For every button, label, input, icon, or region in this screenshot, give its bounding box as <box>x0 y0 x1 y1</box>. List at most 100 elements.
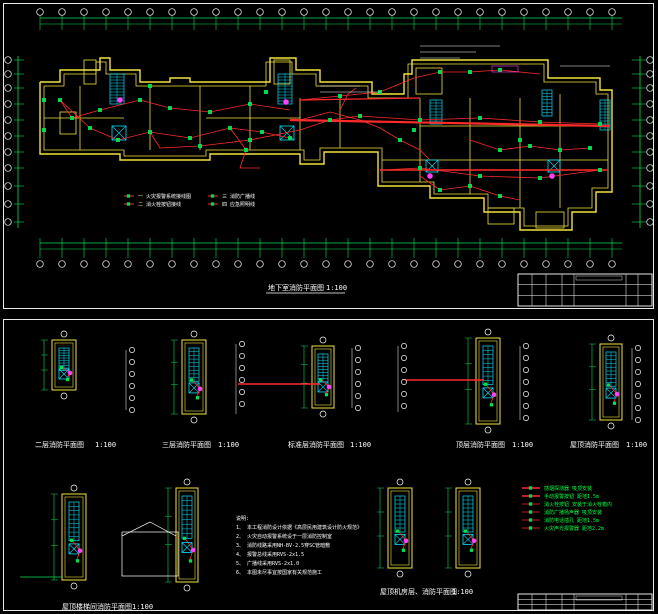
legend-dot <box>528 510 533 514</box>
axis-bubble-bottom <box>564 260 572 268</box>
plan6-elevator-x2 <box>605 387 617 399</box>
smoke-detector <box>227 125 232 130</box>
plan6-detector-1 <box>606 383 611 387</box>
legend-dot <box>528 526 533 530</box>
alarm-wire-5 <box>299 111 431 161</box>
axis-bubble-left <box>4 200 12 208</box>
notes-line-5: 5、 广播线采用RVS-2x1.0 <box>236 560 299 567</box>
sheet-basement-plan <box>3 3 654 309</box>
side-bubble <box>523 355 529 361</box>
basement-inner-wall <box>43 61 609 227</box>
smoke-detector <box>558 147 563 152</box>
plan2-wall-inner <box>54 342 74 388</box>
plan8a-bubble-bottom <box>396 570 404 578</box>
manual-call-point <box>427 173 433 179</box>
legend-item-4: 消防广播扬声器 吸顶安装 <box>544 509 602 516</box>
axis-bubble-top <box>476 8 484 16</box>
smoke-detector <box>260 129 265 134</box>
axis-bubble-right <box>646 116 654 124</box>
titleblock-sheet1 <box>517 273 653 307</box>
side-bubble <box>129 347 135 353</box>
axis-bubble-bottom <box>344 260 352 268</box>
smoke-detector <box>598 121 603 126</box>
side-bubble <box>401 379 407 385</box>
side-bubble <box>635 405 641 411</box>
plan5-bubble-top <box>484 328 492 336</box>
smoke-detector <box>358 113 363 118</box>
side-bubble <box>635 417 641 423</box>
axis-bubble-right <box>646 164 654 172</box>
smoke-detector <box>538 119 543 124</box>
axis-bubble-bottom <box>608 260 616 268</box>
smoke-detector <box>398 137 403 142</box>
side-bubble <box>523 343 529 349</box>
manual-call-point <box>283 99 289 105</box>
axis-bubble-top <box>256 8 264 16</box>
smoke-detector <box>197 143 202 148</box>
axis-bubble-top <box>212 8 220 16</box>
side-bubble <box>355 393 361 399</box>
building-walls <box>39 57 623 583</box>
smoke-detector <box>418 165 423 170</box>
alarm-bus-north <box>299 97 421 101</box>
plan8b-elevator-x2 <box>462 534 474 545</box>
room-tank <box>535 211 565 229</box>
smoke-detector <box>588 145 593 150</box>
axis-bubble-bottom <box>80 260 88 268</box>
sheet1-plan-title: 地下室消防平面图 <box>268 283 324 292</box>
room-stair-2 <box>273 59 291 85</box>
legend-item-6: 火灾声光报警器 距地2.2m <box>544 525 604 532</box>
plan5-call-point <box>491 392 497 398</box>
plan7a-call-point <box>77 548 83 554</box>
side-bubble <box>239 377 245 383</box>
smoke-detector <box>115 137 120 142</box>
plan6-bubble-bottom <box>607 422 615 430</box>
axis-bubble-bottom <box>586 260 594 268</box>
axis-bubble-top <box>102 8 110 16</box>
plan8a-bubble-top <box>396 478 404 486</box>
plan7a-bubble-top <box>70 484 78 492</box>
manual-call-point <box>117 97 123 103</box>
plan5-bubble-bottom <box>484 426 492 434</box>
basement-outer-wall <box>39 57 613 231</box>
axis-bubble-bottom <box>168 260 176 268</box>
elevator-d <box>547 159 561 173</box>
notes-line-4: 4、 报警总线采用RVS-2x1.5 <box>236 551 304 558</box>
smoke-detector <box>243 147 248 152</box>
side-bubble <box>355 369 361 375</box>
plan3-detector-1 <box>189 378 194 382</box>
alarm-wire-8 <box>229 127 260 169</box>
notes-line-6: 6、 本图未尽事宜按国家有关规范施工 <box>236 569 322 576</box>
axis-bubble-right <box>646 100 654 108</box>
axis-bubble-bottom <box>542 260 550 268</box>
plan5-detector-1 <box>483 382 488 386</box>
smoke-detector <box>58 97 63 102</box>
plan7b-wall <box>175 487 199 583</box>
axis-bubble-left <box>4 182 12 190</box>
plan6-wall-inner <box>602 346 620 418</box>
side-bubble <box>401 343 407 349</box>
legend-dot <box>528 518 533 522</box>
plan7b-elevator-x2 <box>181 542 193 553</box>
smoke-detector <box>264 89 269 94</box>
smoke-detector <box>498 147 503 152</box>
axis-bubble-top <box>344 8 352 16</box>
smoke-detector <box>288 135 293 140</box>
axis-bubble-bottom <box>234 260 242 268</box>
side-bubble <box>129 371 135 377</box>
plan8b-wall-inner <box>458 490 478 566</box>
legend-dot <box>126 194 131 198</box>
plan5-detector-2 <box>489 403 494 407</box>
smoke-detector <box>42 127 47 132</box>
plan6-bubble-top <box>607 334 615 342</box>
smoke-detector <box>187 135 192 140</box>
axis-bubble-left <box>4 100 12 108</box>
side-bubble <box>239 389 245 395</box>
axis-bubble-top <box>410 8 418 16</box>
plan8a-detector-2 <box>401 548 406 552</box>
side-bubble <box>635 369 641 375</box>
plan3-bubble-top <box>190 330 198 338</box>
side-bubble <box>523 403 529 409</box>
